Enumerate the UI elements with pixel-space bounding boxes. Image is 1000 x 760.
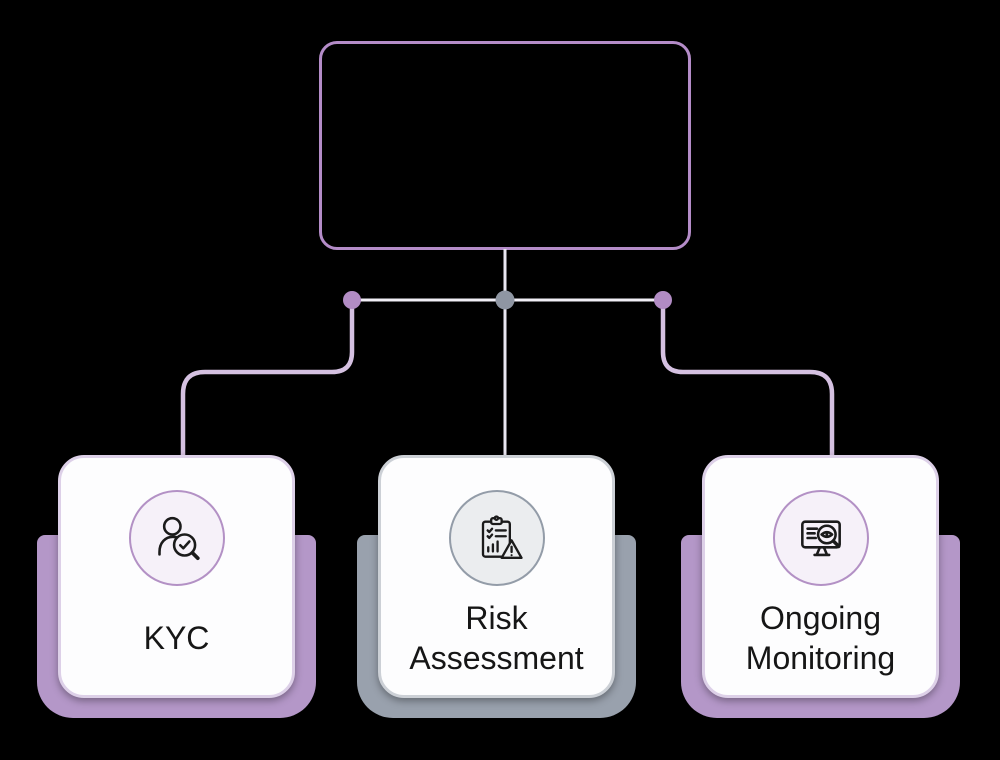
left-junction-dot	[343, 291, 361, 309]
monitoring-icon-circle	[772, 490, 869, 586]
left-branch-line	[180, 301, 355, 459]
card-risk-assessment-label: Risk Assessment	[409, 599, 584, 676]
card-kyc: KYC	[58, 455, 295, 698]
card-ongoing-monitoring: Ongoing Monitoring	[702, 455, 939, 698]
card-kyc-label: KYC	[143, 619, 210, 656]
right-junction-dot	[654, 291, 672, 309]
person-check-magnifier-icon	[157, 516, 200, 561]
card-risk-assessment: Risk Assessment	[378, 455, 615, 698]
right-branch-line	[660, 301, 835, 459]
card-ongoing-monitoring-label: Ongoing Monitoring	[745, 599, 896, 676]
risk-icon-circle	[448, 490, 545, 586]
root-node-box	[319, 41, 691, 250]
center-junction-dot	[495, 290, 515, 310]
clipboard-warning-icon	[481, 515, 523, 559]
kyc-icon-circle	[128, 490, 225, 586]
monitor-eye-magnifier-icon	[800, 520, 841, 557]
